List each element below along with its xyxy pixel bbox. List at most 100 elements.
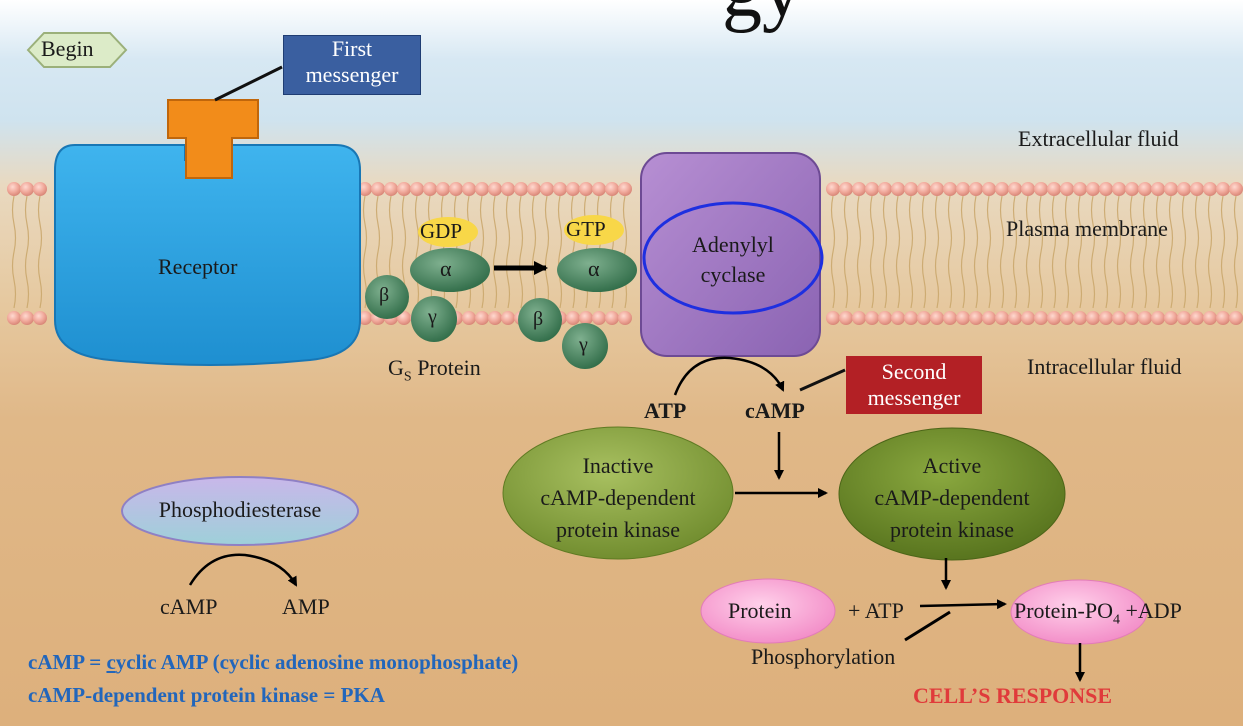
lipid-head xyxy=(1008,182,1022,196)
receptor-label: Receptor xyxy=(158,254,238,279)
lipid-tail xyxy=(1194,195,1200,309)
lipid-head xyxy=(826,182,840,196)
protein-po4-label: Protein-PO4 +ADP xyxy=(1014,598,1182,628)
lipid-head xyxy=(1047,182,1061,196)
beta-label-right: β xyxy=(533,308,544,330)
protein-shape xyxy=(700,578,836,644)
lipid-tail xyxy=(908,195,914,309)
gs-protein-g: G xyxy=(388,355,404,380)
lipid-head xyxy=(995,182,1009,196)
lipid-head xyxy=(982,311,996,325)
lipid-head xyxy=(943,311,957,325)
lipid-head xyxy=(501,311,515,325)
lipid-tail xyxy=(1064,195,1070,309)
alpha-subunit-right xyxy=(557,248,637,292)
lipid-head xyxy=(475,182,489,196)
beta-label-left: β xyxy=(379,284,390,306)
lipid-head xyxy=(592,182,606,196)
lipid-head xyxy=(1151,311,1165,325)
lipid-head xyxy=(462,182,476,196)
lipid-head xyxy=(1203,182,1217,196)
gamma-subunit-left xyxy=(411,296,457,342)
lipid-head xyxy=(592,311,606,325)
lipid-tail xyxy=(1038,195,1044,309)
lipid-head xyxy=(995,311,1009,325)
lipid-tail xyxy=(1181,195,1187,309)
begin-hexagon xyxy=(26,32,128,68)
lipid-head xyxy=(904,311,918,325)
plus-atp-label: + ATP xyxy=(848,598,904,623)
lipid-head xyxy=(852,311,866,325)
lipid-head xyxy=(1177,311,1191,325)
lipid-head xyxy=(917,311,931,325)
lipid-head xyxy=(553,182,567,196)
membrane-heads-outer xyxy=(7,182,1243,196)
phosphodiesterase-label: Phosphodiesterase xyxy=(158,497,322,522)
inactive-pka-label: Inactive cAMP-dependent protein kinase xyxy=(518,450,718,546)
active-pka-line1: Active xyxy=(922,453,982,478)
lipid-head xyxy=(384,182,398,196)
lipid-head xyxy=(1177,182,1191,196)
protein-po4-subscript: 4 xyxy=(1113,612,1120,628)
atp-label: ATP xyxy=(644,398,687,423)
first-messenger-box: First messenger xyxy=(283,35,421,95)
lipid-head xyxy=(475,311,489,325)
intracellular-label: Intracellular fluid xyxy=(1027,354,1182,379)
active-pka-line2: cAMP-dependent xyxy=(874,485,1030,510)
lipid-head xyxy=(1060,311,1074,325)
lipid-tail xyxy=(362,195,368,309)
lipid-head xyxy=(1151,182,1165,196)
lipid-tail xyxy=(11,195,17,309)
alpha-label-right: α xyxy=(588,256,600,281)
lipid-head xyxy=(1112,311,1126,325)
lipid-head xyxy=(449,182,463,196)
lipid-head xyxy=(1008,311,1022,325)
note1-prefix: cAMP = xyxy=(28,650,107,674)
lipid-head xyxy=(20,311,34,325)
lipid-tail xyxy=(973,195,979,309)
lipid-head xyxy=(358,311,372,325)
lipid-head xyxy=(1021,182,1035,196)
lipid-head xyxy=(1034,311,1048,325)
lipid-head xyxy=(488,311,502,325)
lipid-head xyxy=(865,182,879,196)
active-pka-shape xyxy=(838,427,1066,561)
lipid-tail xyxy=(830,195,836,309)
lipid-head xyxy=(1216,311,1230,325)
adenylyl-cyclase-highlight xyxy=(642,201,824,315)
phosphorylation-pointer xyxy=(904,610,951,642)
lipid-tail xyxy=(1051,195,1057,309)
extracellular-label: Extracellular fluid xyxy=(1018,126,1179,151)
beta-subunit-left xyxy=(365,275,409,319)
lipid-head xyxy=(462,311,476,325)
lipid-head xyxy=(1021,311,1035,325)
inactive-pka-line1: Inactive xyxy=(582,453,654,478)
lipid-head xyxy=(1125,311,1139,325)
lipid-tail xyxy=(24,195,30,309)
lipid-tail xyxy=(414,195,420,309)
active-pka-label: Active cAMP-dependent protein kinase xyxy=(852,450,1052,546)
lipid-tail xyxy=(986,195,992,309)
note1-suffix: yclic AMP (cyclic adenosine monophosphat… xyxy=(115,650,519,674)
begin-label[interactable]: Begin xyxy=(41,36,94,61)
phosphorylation-arrow xyxy=(919,599,1007,610)
gs-protein-label: GS Protein xyxy=(388,355,481,385)
lipid-head xyxy=(839,311,853,325)
lipid-head xyxy=(969,182,983,196)
lipid-head xyxy=(1138,311,1152,325)
lipid-head xyxy=(969,311,983,325)
title-fragment: gy xyxy=(722,0,802,36)
lipid-head xyxy=(904,182,918,196)
lipid-head xyxy=(397,182,411,196)
second-messenger-line2: messenger xyxy=(867,385,961,410)
phosphorylation-label: Phosphorylation xyxy=(751,644,896,669)
lipid-head xyxy=(1203,311,1217,325)
lipid-head xyxy=(1047,311,1061,325)
gtp-label: GTP xyxy=(566,217,606,241)
lipid-tail xyxy=(1090,195,1096,309)
camp-label: cAMP xyxy=(745,398,805,423)
second-messenger-box: Second messenger xyxy=(846,356,982,414)
lipid-head xyxy=(410,182,424,196)
